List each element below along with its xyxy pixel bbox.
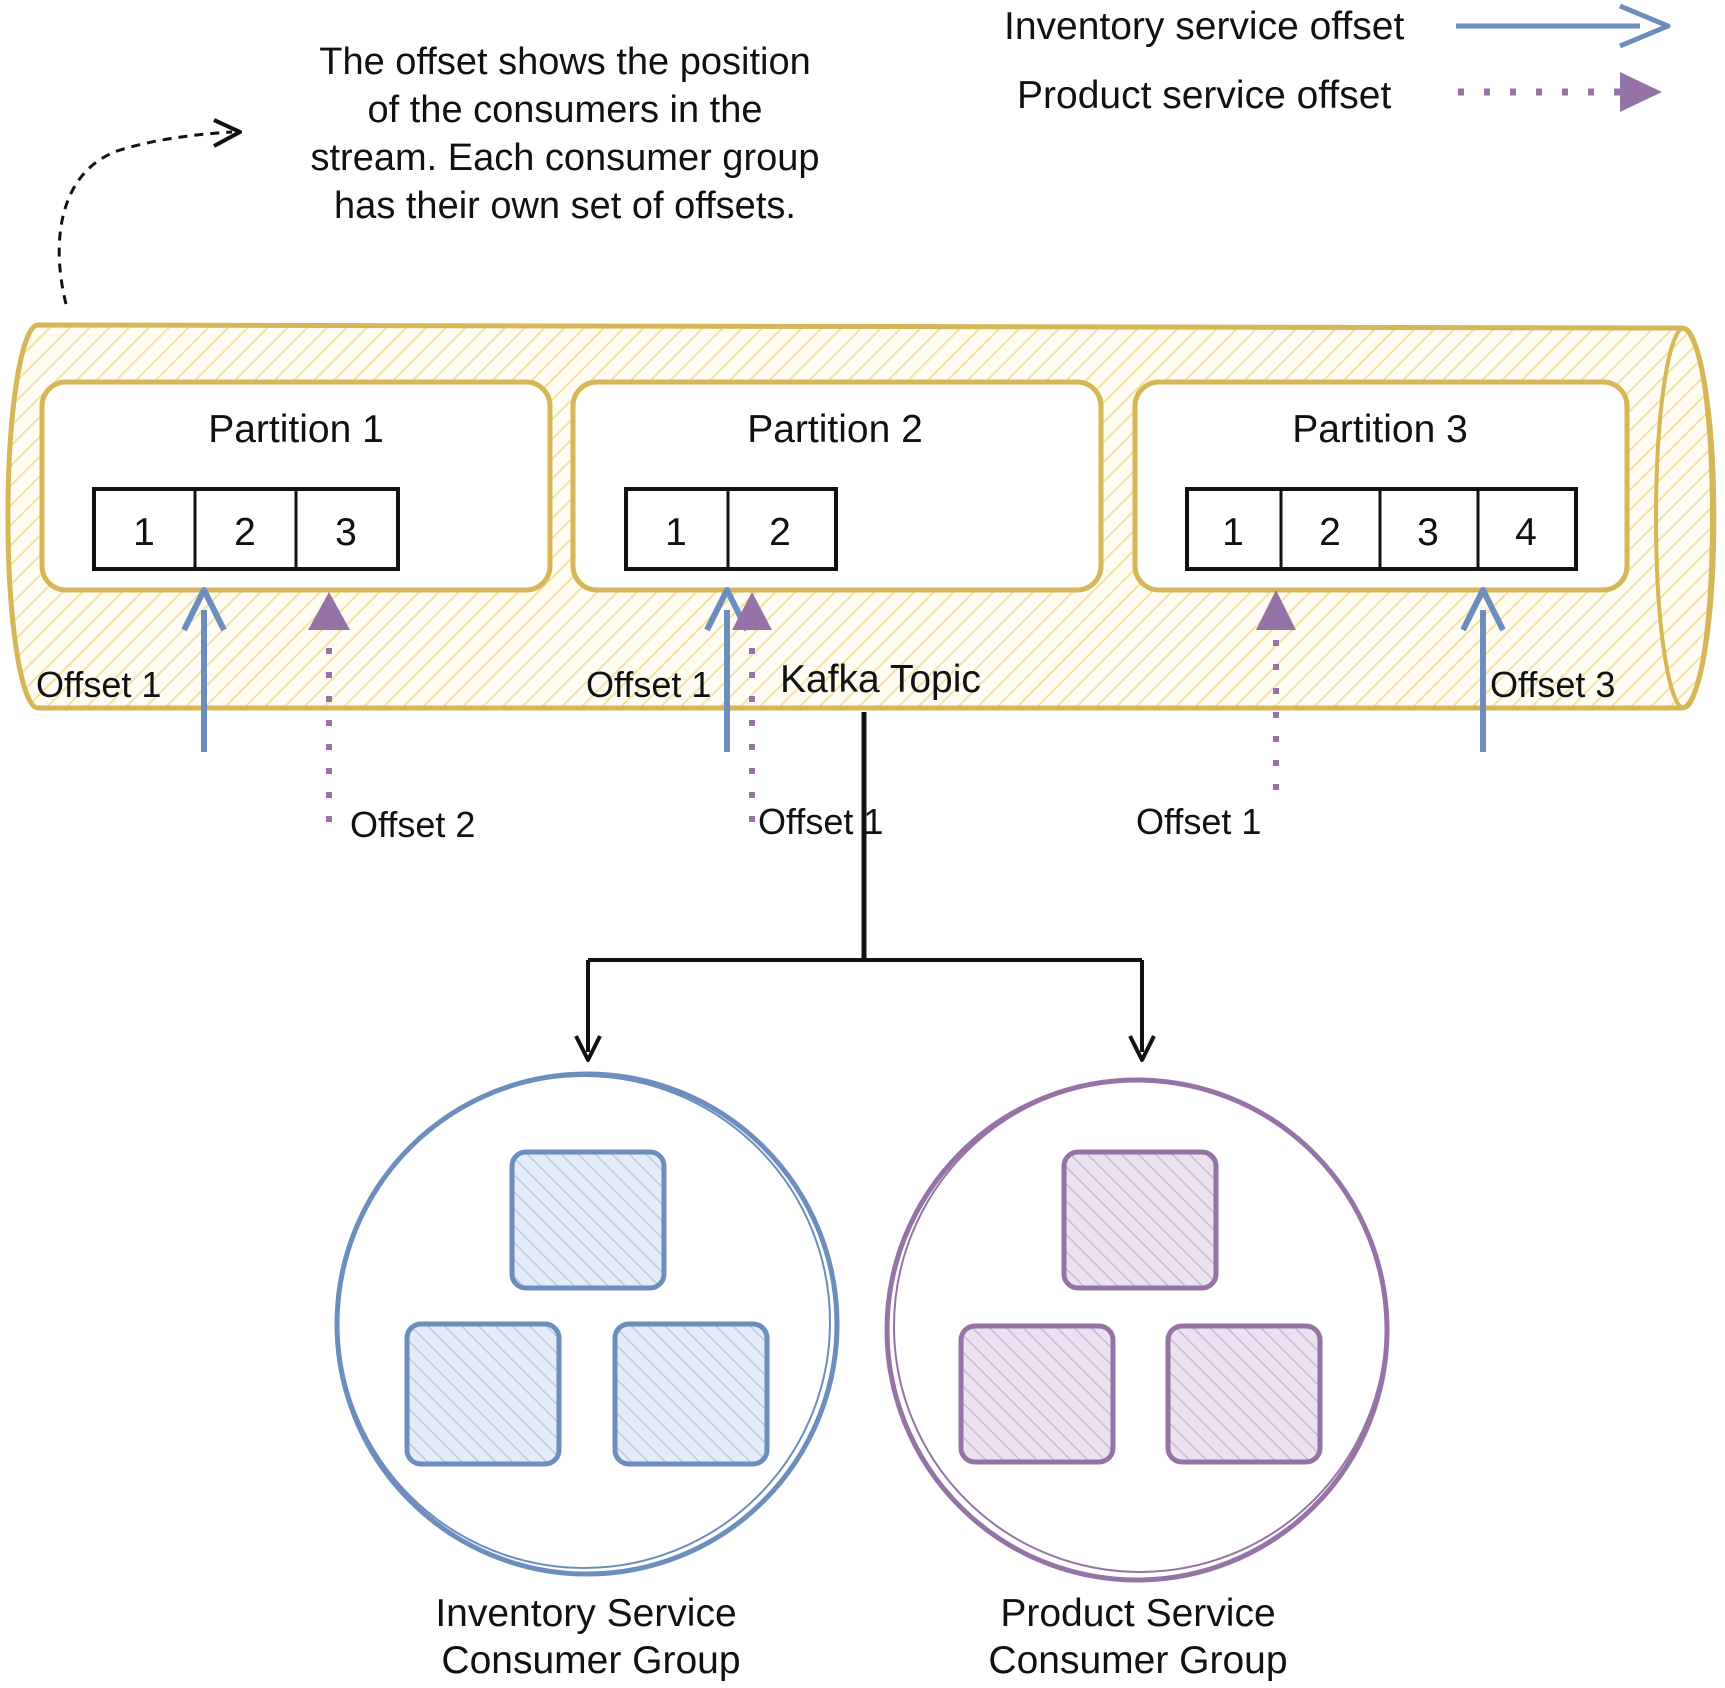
partition-1: Partition 1 1 2 3 [39, 379, 553, 593]
inventory-group-label-line1: Inventory Service [435, 1592, 736, 1635]
message-cell: 2 [234, 511, 256, 554]
partition-1-log: 1 2 3 [92, 487, 400, 571]
product-consumer-group [884, 1077, 1390, 1583]
p3-product-offset-arrow [1256, 590, 1296, 790]
p3-product-offset-label: Offset 1 [1136, 801, 1261, 842]
partition-2-title: Partition 2 [747, 408, 923, 451]
kafka-topic-label: Kafka Topic [780, 658, 981, 701]
p2-inventory-offset-label: Offset 1 [586, 664, 711, 705]
product-consumer-instance [1165, 1323, 1323, 1465]
message-cell: 1 [133, 511, 155, 554]
product-consumer-instance [1061, 1149, 1219, 1291]
p1-product-offset-arrow [308, 592, 350, 822]
partition-3: Partition 3 1 2 3 4 [1132, 379, 1630, 593]
inventory-consumer-group [334, 1071, 840, 1577]
legend-inventory-label: Inventory service offset [1004, 5, 1404, 48]
message-cell: 4 [1515, 511, 1537, 554]
p1-inventory-offset-label: Offset 1 [36, 664, 161, 705]
note-line-4: has their own set of offsets. [334, 185, 796, 227]
note-line-1: The offset shows the position [319, 41, 810, 83]
partition-1-title: Partition 1 [208, 408, 384, 451]
legend-product-label: Product service offset [1017, 74, 1391, 117]
note-line-3: stream. Each consumer group [310, 137, 819, 179]
inventory-consumer-instance [509, 1149, 667, 1291]
inventory-consumer-instance [404, 1321, 562, 1467]
p1-product-offset-label: Offset 2 [350, 804, 475, 845]
p3-inventory-offset-arrow [1460, 587, 1506, 752]
inventory-group-label-line2: Consumer Group [441, 1639, 740, 1682]
inventory-consumer-instance [612, 1321, 770, 1467]
partition-2-log: 1 2 [624, 487, 838, 571]
partition-2: Partition 2 1 2 [570, 379, 1104, 593]
message-cell: 2 [1319, 511, 1341, 554]
legend-product-arrowhead [1620, 72, 1662, 112]
p3-inventory-offset-label: Offset 3 [1490, 664, 1615, 705]
partition-3-title: Partition 3 [1292, 408, 1468, 451]
message-cell: 3 [1417, 511, 1439, 554]
message-cell: 2 [769, 511, 791, 554]
message-cell: 1 [665, 511, 687, 554]
legend: Inventory service offset Product service… [1004, 3, 1671, 117]
message-cell: 3 [335, 511, 357, 554]
p1-inventory-offset-arrow [181, 587, 227, 752]
note-line-2: of the consumers in the [368, 89, 763, 131]
partition-3-log: 1 2 3 4 [1185, 487, 1578, 571]
legend-inventory-arrowhead [1619, 3, 1671, 49]
note-pointer-arrowhead [213, 118, 242, 148]
product-group-label-line1: Product Service [1000, 1592, 1275, 1635]
topic-connector [574, 712, 1156, 1062]
note-pointer-arrow [57, 130, 233, 305]
p2-product-offset-arrow [732, 592, 772, 822]
message-cell: 1 [1222, 511, 1244, 554]
product-consumer-instance [958, 1323, 1116, 1465]
product-group-label-line2: Consumer Group [988, 1639, 1287, 1682]
note-text: The offset shows the position of the con… [310, 41, 819, 227]
